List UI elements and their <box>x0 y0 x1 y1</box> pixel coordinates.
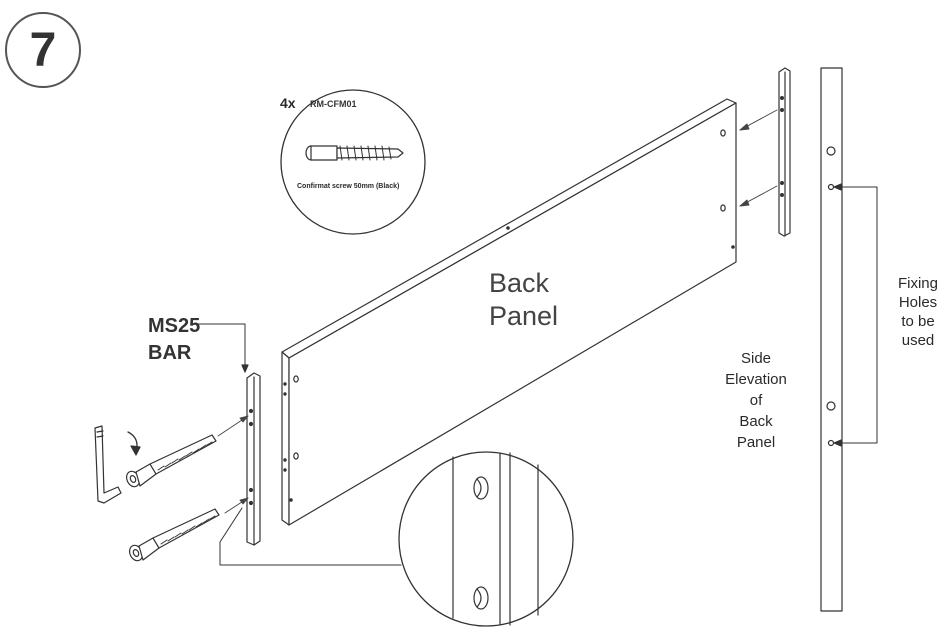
edge-hole <box>283 468 287 472</box>
bar-hole <box>248 500 254 506</box>
ms25-bar-left <box>246 372 261 546</box>
ms25-bar-right <box>778 67 791 237</box>
bar-label-line2: BAR <box>148 342 192 364</box>
fixing-holes-line: Holes <box>898 294 938 311</box>
panel-pin-hole <box>289 498 293 502</box>
elevation-hole-large <box>826 401 836 411</box>
side-elevation-line: Back <box>739 413 773 430</box>
confirmat-screw-image <box>305 145 404 161</box>
detail-hole <box>473 476 489 500</box>
side-elevation-line: Panel <box>736 434 776 451</box>
side-elevation-label: Side Elevation of Back Panel <box>708 348 804 453</box>
bar-hole <box>248 408 254 414</box>
side-elevation-line: Elevation <box>725 371 787 388</box>
side-elevation-strip <box>820 67 843 612</box>
bar-hole <box>248 487 254 493</box>
allen-key <box>94 425 141 504</box>
step-number: 7 <box>29 23 57 77</box>
bar-label-line1: MS25 <box>148 315 201 337</box>
fixing-holes-line: Fixing <box>897 275 938 292</box>
screw-description: Confirmat screw 50mm (Black) <box>297 183 400 190</box>
edge-hole <box>283 458 287 462</box>
back-panel-side-face <box>288 102 737 526</box>
back-panel <box>281 98 737 526</box>
elevation-hole-large <box>826 146 836 156</box>
detail-leader <box>219 507 402 566</box>
arrows-left <box>217 415 249 514</box>
side-elevation-line: of <box>749 392 763 409</box>
panel-hole <box>720 129 726 137</box>
screw-part-code: RM-CFM01 <box>310 99 357 109</box>
screw-upper <box>125 434 217 488</box>
fixing-holes-bracket <box>833 183 878 447</box>
bar-hole <box>779 193 784 198</box>
detail-magnifier <box>398 451 574 627</box>
panel-pin-hole <box>731 245 735 249</box>
edge-hole <box>283 392 287 396</box>
bar-label-leader <box>191 323 246 371</box>
fixing-holes-label: Fixing Holes to be used <box>886 274 950 350</box>
detail-hole <box>473 586 489 610</box>
panel-hole <box>293 375 299 383</box>
panel-label-line1: Back <box>489 268 550 298</box>
fixing-holes-line: used <box>901 332 935 349</box>
panel-hole <box>293 452 299 460</box>
bar-hole <box>779 107 784 112</box>
bar-hole <box>779 181 784 186</box>
back-panel-front-face <box>281 351 290 526</box>
edge-hole <box>283 382 287 386</box>
arrows-right <box>739 109 778 207</box>
side-elevation-line: Side <box>740 350 772 367</box>
bar-hole <box>248 421 254 427</box>
screw-lower <box>128 508 220 562</box>
panel-pin-hole <box>506 226 510 230</box>
panel-hole <box>720 204 726 212</box>
screw-quantity: 4x <box>280 95 296 111</box>
panel-label-line2: Panel <box>489 301 559 331</box>
fixing-holes-line: to be <box>901 313 935 330</box>
screw-callout <box>280 89 426 235</box>
step-number-badge: 7 <box>5 12 81 88</box>
bar-hole <box>779 95 784 100</box>
